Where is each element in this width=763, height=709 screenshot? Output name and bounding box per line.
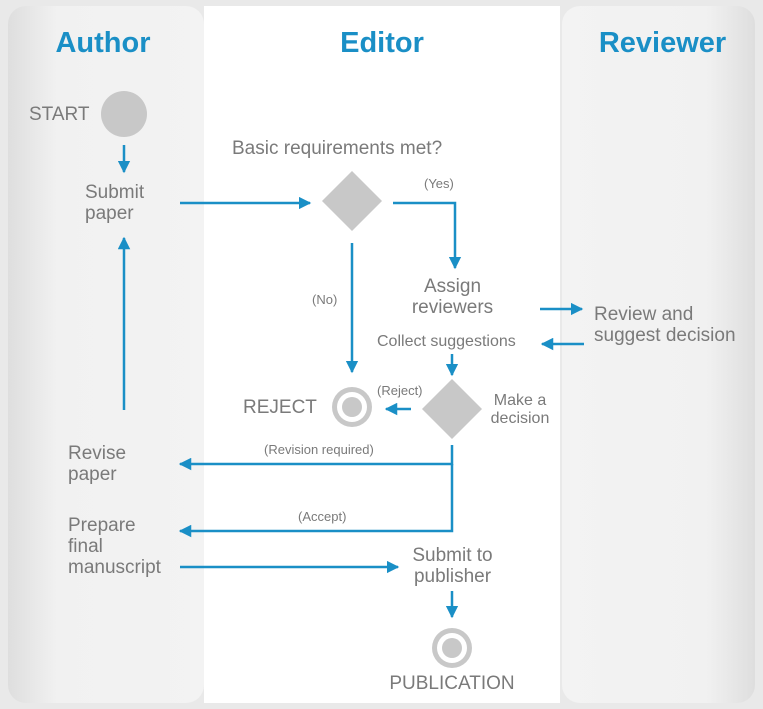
arrow-decision-to-accept — [178, 464, 454, 538]
prepare-manuscript-label: Prepare final manuscript — [68, 515, 161, 578]
make-decision-diamond — [422, 379, 482, 439]
requirements-decision-diamond — [322, 171, 382, 231]
assign-reviewers-label: Assign reviewers — [411, 276, 494, 318]
publication-end-node — [432, 628, 472, 668]
author-lane-title: Author — [55, 27, 151, 59]
start-node — [101, 91, 147, 137]
reject-end-node — [332, 387, 372, 427]
reviewer-lane-title: Reviewer — [598, 27, 727, 59]
reviewer-lane — [562, 6, 755, 703]
author-lane — [8, 6, 204, 703]
reject-label: REJECT — [243, 397, 317, 418]
make-decision-label: Make a decision — [490, 392, 550, 427]
start-label: START — [29, 104, 90, 125]
editor-lane — [204, 6, 560, 703]
revision-edge-label: (Revision required) — [264, 442, 374, 457]
basic-requirements-label: Basic requirements met? — [232, 138, 443, 159]
revise-paper-label: Revise paper — [68, 443, 127, 485]
collect-suggestions-label: Collect suggestions — [377, 333, 516, 350]
editor-lane-title: Editor — [340, 27, 424, 59]
arrow-yes-to-assign — [393, 201, 462, 270]
yes-edge-label: (Yes) — [424, 176, 454, 191]
reject-edge-label: (Reject) — [377, 383, 423, 398]
accept-edge-label: (Accept) — [298, 509, 347, 524]
no-edge-label: (No) — [312, 292, 338, 307]
review-suggest-label: Review and suggest decision — [594, 304, 736, 346]
submit-paper-label: Submit paper — [85, 182, 145, 224]
publication-label: PUBLICATION — [389, 673, 515, 694]
submit-publisher-label: Submit to publisher — [412, 545, 493, 587]
